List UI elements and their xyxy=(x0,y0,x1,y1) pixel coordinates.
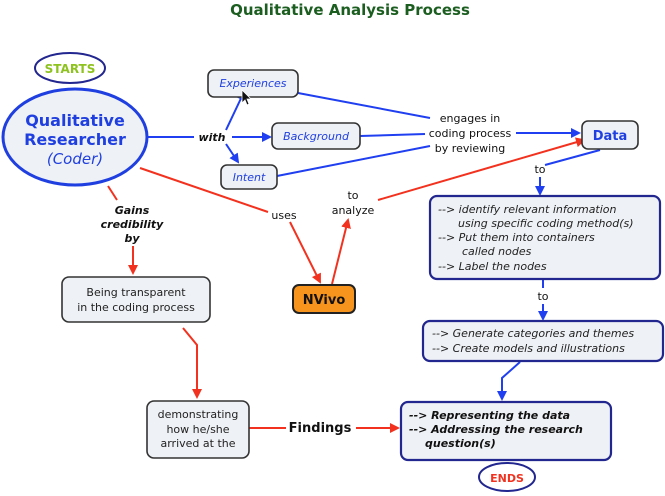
link-label-uses: uses xyxy=(271,209,296,222)
link-transparent-demonstrating xyxy=(182,327,202,399)
link-label-engages: engages in coding process by reviewing xyxy=(429,112,512,155)
svg-text:question(s): question(s) xyxy=(425,437,496,450)
svg-text:--> Addressing the research: --> Addressing the research xyxy=(409,423,583,436)
svg-text:ENDS: ENDS xyxy=(490,472,524,485)
link-researcher-uses xyxy=(139,167,269,213)
link-label-findings: Findings xyxy=(289,421,352,436)
link-data-to xyxy=(544,149,601,166)
link-categories-outcome xyxy=(497,361,521,401)
link-experiences-engages xyxy=(297,92,431,119)
end-node: ENDS xyxy=(478,462,536,492)
link-uses-nvivo xyxy=(289,221,321,284)
svg-text:--> Put them into containers: --> Put them into containers xyxy=(438,231,595,244)
link-background-engages xyxy=(359,133,426,137)
link-researcher-gains xyxy=(107,185,118,201)
intent-node: Intent xyxy=(220,164,278,190)
svg-text:STARTS: STARTS xyxy=(45,62,96,76)
svg-text:by: by xyxy=(124,232,140,245)
svg-text:by reviewing: by reviewing xyxy=(435,142,505,155)
mouse-cursor-icon xyxy=(241,89,252,106)
svg-text:Researcher: Researcher xyxy=(24,130,126,149)
svg-text:--> Representing the data: --> Representing the data xyxy=(409,409,570,422)
svg-text:--> Label the nodes: --> Label the nodes xyxy=(438,260,547,273)
svg-text:engages in: engages in xyxy=(440,112,500,125)
link-label-gains-credibility: Gains credibility by xyxy=(101,204,164,245)
svg-text:credibility: credibility xyxy=(101,218,164,231)
svg-text:demonstrating: demonstrating xyxy=(158,408,239,421)
coding-steps-node: --> identify relevant information using … xyxy=(428,194,662,281)
diagram-title: Qualitative Analysis Process xyxy=(230,1,470,19)
svg-text:in the coding process: in the coding process xyxy=(77,301,195,314)
svg-text:Intent: Intent xyxy=(233,171,266,184)
svg-text:--> Create models and illustra: --> Create models and illustrations xyxy=(432,342,625,355)
svg-text:to: to xyxy=(347,189,358,202)
svg-text:Experiences: Experiences xyxy=(219,77,286,90)
svg-text:(Coder): (Coder) xyxy=(47,150,103,168)
svg-text:called nodes: called nodes xyxy=(462,245,532,258)
transparent-node: Being transparent in the coding process xyxy=(61,276,211,323)
svg-text:--> Generate categories and th: --> Generate categories and themes xyxy=(432,327,634,340)
svg-text:Being transparent: Being transparent xyxy=(86,286,186,299)
link-label-to: to xyxy=(534,163,545,176)
link-label-to: to xyxy=(537,290,548,303)
svg-text:--> identify relevant informat: --> identify relevant information xyxy=(438,203,617,216)
link-label-with: with xyxy=(198,131,225,144)
categories-node: --> Generate categories and themes --> C… xyxy=(421,319,665,363)
red-links xyxy=(107,137,586,433)
svg-text:coding process: coding process xyxy=(429,127,512,140)
svg-text:analyze: analyze xyxy=(332,204,375,217)
link-label-to-analyze: to analyze xyxy=(332,189,375,217)
researcher-node: Qualitative Researcher (Coder) xyxy=(1,87,149,187)
start-node: STARTS xyxy=(34,52,106,84)
link-nvivo-analyze xyxy=(331,218,351,285)
svg-text:arrived at the: arrived at the xyxy=(160,437,235,450)
svg-text:Background: Background xyxy=(283,130,350,143)
svg-text:NVivo: NVivo xyxy=(303,293,346,308)
svg-text:how he/she: how he/she xyxy=(166,423,229,436)
svg-text:Data: Data xyxy=(593,129,628,144)
svg-text:Qualitative: Qualitative xyxy=(25,111,125,130)
nvivo-node: NVivo xyxy=(292,284,356,314)
svg-text:Gains: Gains xyxy=(115,204,150,217)
demonstrating-node: demonstrating how he/she arrived at the xyxy=(146,400,250,459)
experiences-node: Experiences xyxy=(207,69,299,98)
link-with-experiences xyxy=(225,90,246,131)
link-analyze-data xyxy=(377,137,586,201)
blue-links xyxy=(147,90,601,401)
link-with-intent xyxy=(225,143,240,164)
background-node: Background xyxy=(271,122,361,150)
data-node: Data xyxy=(581,120,639,150)
link-intent-engages xyxy=(276,145,431,177)
svg-text:using specific coding method(s: using specific coding method(s) xyxy=(458,217,634,230)
outcome-node: --> Representing the data --> Addressing… xyxy=(399,400,613,462)
